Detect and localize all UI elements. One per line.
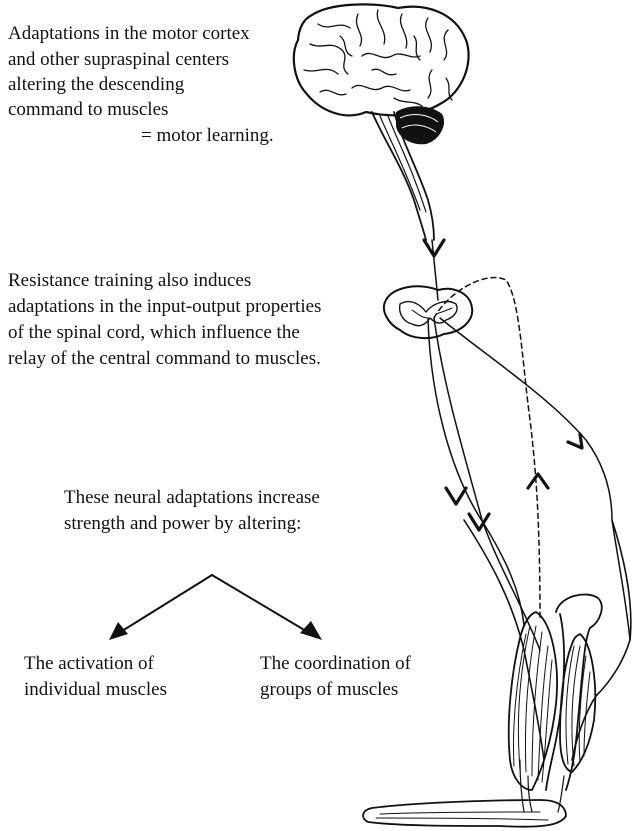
spinal-line-2: adaptations in the input-output properti…: [8, 296, 321, 317]
neural-annotation: These neural adaptations increase streng…: [64, 487, 320, 534]
gray-matter-outline: [398, 300, 458, 327]
activation-line-1: The activation of: [24, 653, 154, 674]
branch-line-left: [121, 574, 213, 632]
spinal-pathways: [427, 276, 631, 651]
activation-line-2: individual muscles: [24, 679, 167, 700]
cortex-line-1: Adaptations in the motor cortex: [8, 23, 250, 44]
efferent-arrow-1-icon: [444, 486, 468, 506]
spinal-line-1: Resistance training also induces: [8, 270, 251, 291]
branch-arrows: [109, 574, 322, 640]
spinal-line-3: of the spinal cord, which influence the: [8, 322, 300, 343]
brainstem-right-edge: [393, 111, 435, 241]
cortex-line-3: altering the descending: [8, 74, 185, 95]
cortex-line-5: = motor learning.: [141, 125, 274, 146]
foot-outline: [362, 799, 567, 828]
arrowhead-right-icon: [300, 621, 322, 640]
spinal-line-4: relay of the central command to muscles.: [8, 348, 321, 369]
efferent-arrow-2-icon: [467, 512, 491, 532]
branch-line-right: [211, 574, 307, 632]
descending-tract: [431, 239, 439, 301]
activation-annotation: The activation of individual muscles: [24, 653, 167, 700]
arrowhead-left-icon: [109, 622, 128, 640]
spinal-annotation: Resistance training also induces adaptat…: [8, 270, 321, 369]
efferent-arrow-3-icon: [566, 432, 584, 450]
leg-illustration: [362, 519, 632, 828]
cortex-line-4: command to muscles: [8, 99, 168, 120]
descending-arrow-icon: [422, 238, 446, 258]
efferent-pathway-2: [433, 317, 541, 651]
afferent-pathway-dashed: [433, 276, 541, 621]
femur-bone-edge: [545, 613, 565, 791]
cortex-line-2: and other supraspinal centers: [8, 49, 229, 70]
descending-pathway: [422, 238, 446, 301]
brain-illustration: [292, 3, 470, 241]
cortex-annotation: Adaptations in the motor cortex and othe…: [8, 23, 274, 146]
efferent-pathway-3: [439, 317, 631, 641]
coordination-line-2: groups of muscles: [260, 679, 398, 700]
thigh-front-contour: [463, 519, 545, 761]
neural-line-2: strength and power by altering:: [64, 513, 301, 534]
spinal-cord-outline: [382, 285, 474, 340]
thigh-back-contour: [571, 519, 632, 761]
tibia-bone-outline: [555, 593, 603, 791]
front-muscle-outline: [507, 611, 558, 791]
back-muscle-outline: [559, 633, 597, 773]
neural-line-1: These neural adaptations increase: [64, 487, 320, 508]
spinal-cord-section: [382, 285, 474, 340]
coordination-annotation: The coordination of groups of muscles: [260, 653, 412, 700]
efferent-pathway-1: [427, 317, 525, 626]
brainstem-left-edge: [371, 111, 427, 241]
brain-outline: [292, 3, 470, 117]
coordination-line-1: The coordination of: [260, 653, 412, 674]
afferent-arrow-up-icon: [526, 472, 550, 490]
